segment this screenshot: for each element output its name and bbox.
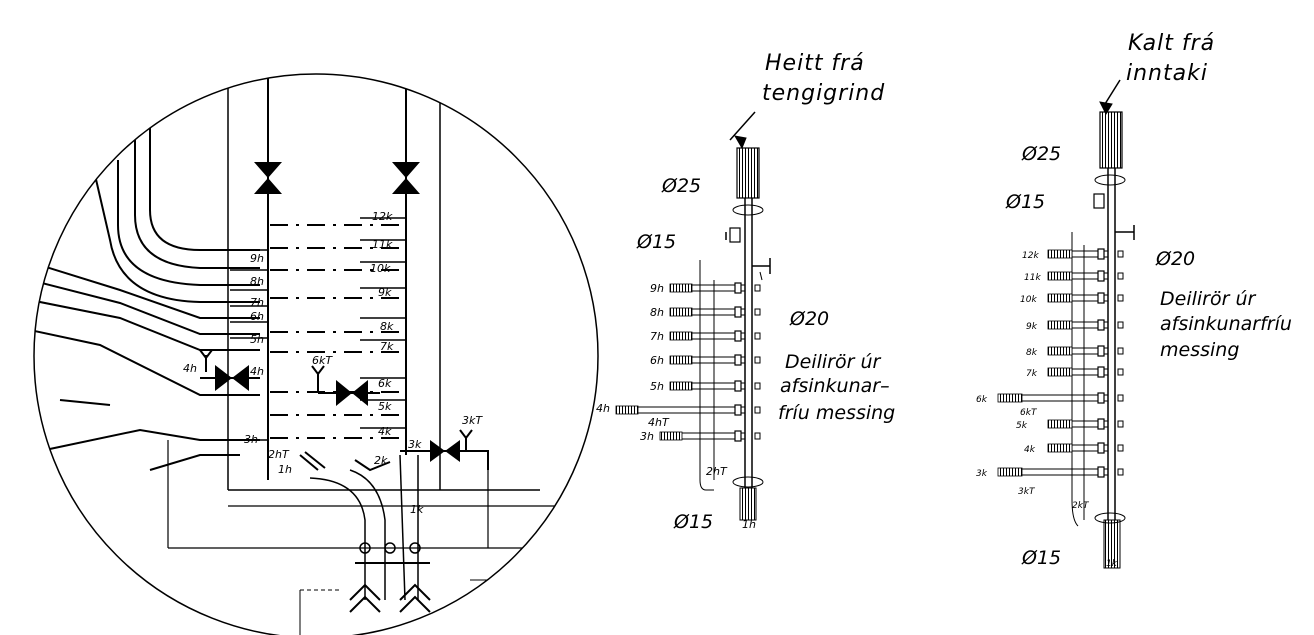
hot-outlet-label: 4hT <box>648 416 670 429</box>
hot-outlet-label: 5h <box>650 380 664 393</box>
cold-note-line1: Deilirör úr <box>1160 288 1256 310</box>
detail-label-5k: 5k <box>378 400 392 413</box>
detail-label-6h: 6h <box>250 310 264 323</box>
detail-label-4h: 4h <box>250 365 264 378</box>
cold-outlet-pipe <box>1047 292 1124 304</box>
cold-dim-upper: Ø15 <box>1005 191 1045 213</box>
detail-label-3k: 3k <box>408 438 422 451</box>
hot-dim-bottom: Ø15 <box>673 511 713 533</box>
cold-dim-top: Ø25 <box>1021 143 1061 165</box>
hot-bottom-label: 1h <box>742 518 756 531</box>
hot-dim-top: Ø25 <box>661 175 701 197</box>
hot-note-line1: Deilirör úr <box>785 351 881 373</box>
cold-outlet-pipe <box>997 466 1124 478</box>
hot-outlet-label: 6h <box>650 354 664 367</box>
cold-outlet-pipe <box>1047 442 1124 454</box>
detail-label-5h: 5h <box>250 333 264 346</box>
detail-label-12k: 12k <box>372 210 393 223</box>
cold-outlet-pipe <box>1047 270 1124 282</box>
hot-dim-mid: Ø20 <box>789 308 829 330</box>
hot-outlet-label: 2hT <box>706 465 728 478</box>
cold-outlet-label: 8k <box>1026 348 1038 358</box>
cold-outlet-pipe <box>1047 248 1124 260</box>
cold-manifold <box>997 79 1135 569</box>
cold-outlet-pipe <box>997 392 1124 404</box>
detail-label-4k: 4k <box>378 425 392 438</box>
cold-outlet-label: 10k <box>1020 295 1037 305</box>
cold-outlet-pipe <box>1047 345 1124 357</box>
cold-dim-mid: Ø20 <box>1155 248 1195 270</box>
cold-outlet-pipe <box>1047 366 1124 378</box>
cold-outlet-label: 6k <box>976 395 988 405</box>
detail-label-1h: 1h <box>278 463 292 476</box>
cold-outlet-pipe <box>1047 319 1124 331</box>
hot-outlet-label: 7h <box>650 330 664 343</box>
detail-label-1k: 1k <box>410 503 424 516</box>
hot-dim-upper: Ø15 <box>636 231 676 253</box>
detail-label-2hT: 2hT <box>268 448 290 461</box>
detail-label-8h: 8h <box>250 275 264 288</box>
hot-note-line2: afsinkunar– <box>780 375 890 397</box>
cold-outlet-label: 3kT <box>1018 487 1036 497</box>
cold-dim-bottom: Ø15 <box>1021 547 1061 569</box>
cold-outlet-label: 6kT <box>1020 408 1038 418</box>
hot-outlet-pipe <box>669 330 761 342</box>
hot-manifold <box>615 111 771 521</box>
cold-outlet-label: 3k <box>976 469 988 479</box>
cold-title-line1: Kalt frá <box>1128 31 1215 56</box>
hot-outlet-pipe <box>669 306 761 318</box>
hot-outlet-pipe <box>669 282 761 294</box>
cold-outlet-pipe <box>1047 418 1124 430</box>
hot-title-line2: tengigrind <box>762 81 885 106</box>
hot-outlet-label: 3h <box>640 430 654 443</box>
hot-outlet-pipe <box>669 380 761 392</box>
cold-outlet-label: 2kT <box>1072 501 1090 511</box>
hot-outlet-label: 8h <box>650 306 664 319</box>
detail-label-9k: 9k <box>378 286 392 299</box>
cold-outlet-label: 4k <box>1024 445 1036 455</box>
cold-outlet-label: 7k <box>1026 369 1038 379</box>
detail-circle: 9h 8h 7h 6h 5h 4h 3h 2hT 1h 12k 11k 10k … <box>33 73 599 635</box>
hot-outlet-label: 9h <box>650 282 664 295</box>
hot-note-line3: fríu messing <box>778 402 895 424</box>
detail-label-8k: 8k <box>380 320 394 333</box>
detail-label-9h: 9h <box>250 252 264 265</box>
hot-outlet-pipe <box>615 404 761 416</box>
hot-outlet-label: 4h <box>596 402 610 415</box>
detail-label-2k: 2k <box>374 454 388 467</box>
cold-note-line3: messing <box>1160 339 1239 361</box>
hot-outlet-pipe <box>669 354 761 366</box>
detail-label-3h: 3h <box>244 433 258 446</box>
cold-outlet-label: 9k <box>1026 322 1038 332</box>
detail-tap-6kT: 6kT <box>312 354 333 367</box>
hot-outlet-pipe <box>659 430 761 442</box>
cold-outlet-label: 12k <box>1022 251 1039 261</box>
cold-title-line2: inntaki <box>1126 61 1208 86</box>
hot-title-line1: Heitt frá <box>765 51 865 76</box>
detail-label-11k: 11k <box>372 238 393 251</box>
cold-note-line2: afsinkunarfríu <box>1160 313 1292 335</box>
cold-bottom-label: 1k <box>1106 559 1118 569</box>
detail-label-6k: 6k <box>378 377 392 390</box>
cold-outlet-label: 5k <box>1016 421 1028 431</box>
detail-label-10k: 10k <box>370 262 391 275</box>
detail-tap-4h: 4h <box>183 362 197 375</box>
cold-outlet-label: 11k <box>1024 273 1041 283</box>
detail-tap-3kT: 3kT <box>462 414 483 427</box>
detail-label-7k: 7k <box>380 340 394 353</box>
detail-label-7h: 7h <box>250 296 264 309</box>
